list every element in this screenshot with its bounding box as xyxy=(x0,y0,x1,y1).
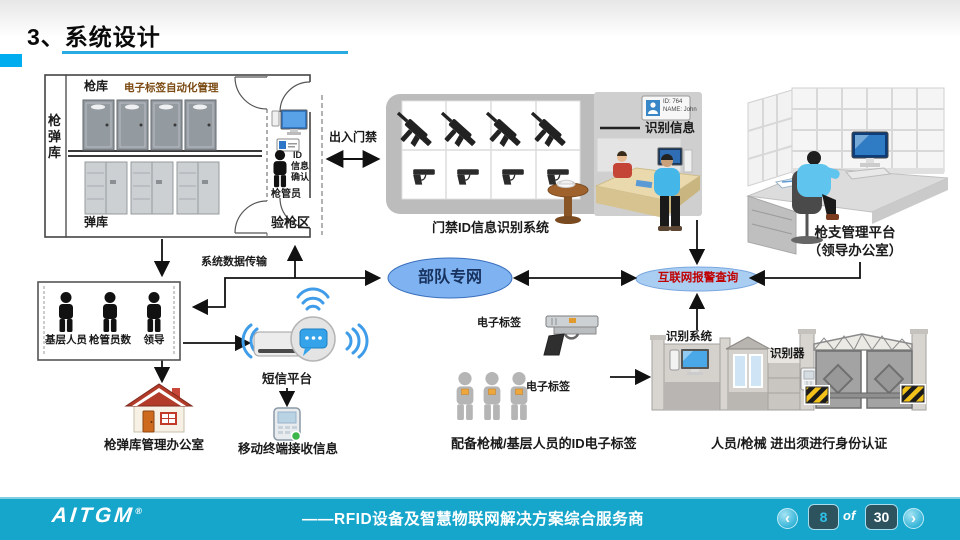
company-logo: AITGM® xyxy=(51,504,146,528)
office-label-line2: （领导办公室） xyxy=(807,243,903,258)
check-area-label: 验枪区 xyxy=(271,215,311,230)
gun-room-label: 枪库 xyxy=(84,79,109,93)
office-house-icon xyxy=(124,383,194,433)
total-pages-badge: 30 xyxy=(865,504,898,530)
personnel-label-2: 领导 xyxy=(143,334,165,346)
ammo-cabinets xyxy=(84,161,220,215)
office-person xyxy=(791,151,840,244)
reader-label: 识别器 xyxy=(770,348,805,360)
id-screen-card xyxy=(641,95,691,121)
personnel-box xyxy=(37,281,181,361)
connector-arrows xyxy=(153,220,861,408)
mobile-phone-icon xyxy=(273,407,302,442)
reader-device-icon xyxy=(800,367,818,391)
prev-page-button[interactable]: ‹ xyxy=(777,508,798,529)
army-network-label: 部队专网 xyxy=(417,269,482,286)
gun-cabinets xyxy=(82,99,217,151)
armory-floorplan xyxy=(44,74,314,238)
booth-computer xyxy=(669,349,709,375)
mgmt-office-label: 枪弹库管理办公室 xyxy=(104,438,205,452)
id-confirm-line1: ID xyxy=(293,150,302,160)
gun-tag-label: 电子标签 xyxy=(477,317,521,329)
id-confirm-line2: 信息 xyxy=(291,161,310,171)
personnel-label-0: 基层人员 xyxy=(45,334,87,346)
recognition-panel xyxy=(594,92,702,231)
visitor-figure xyxy=(654,154,682,231)
id-card-icon xyxy=(276,138,300,152)
entrance-label: 出入门禁 xyxy=(329,130,378,144)
person-tag-label: 电子标签 xyxy=(526,381,570,393)
armory-complex-label: 枪弹库 xyxy=(48,113,62,160)
ammo-room-label: 弹库 xyxy=(84,215,109,229)
current-page-badge: 8 xyxy=(808,504,839,530)
sms-platform-icon xyxy=(241,287,369,362)
tagged-people-icons xyxy=(456,372,528,420)
internet-query-label: 互联网报警查询 xyxy=(657,272,739,284)
card-name-text: NAME: John xyxy=(663,107,697,113)
sms-platform-label: 短信平台 xyxy=(262,372,313,386)
mobile-label: 移动终端接收信息 xyxy=(238,442,339,456)
monitor-icon xyxy=(271,109,308,135)
footer-tagline: ——RFID设备及智慧物联网解决方案综合服务商 xyxy=(302,511,645,528)
office-label-line1: 枪支管理平台 xyxy=(814,225,896,240)
auto-tag-label: 电子标签自动化管理 xyxy=(124,82,219,94)
army-network-ellipse xyxy=(387,257,513,299)
round-table xyxy=(547,179,589,224)
tagged-pistol-icon xyxy=(543,315,599,356)
page-title: 3、系统设计 xyxy=(27,24,161,50)
keeper-label: 枪管员 xyxy=(271,189,301,200)
title-underline xyxy=(62,51,348,54)
recog-info-label: 识别信息 xyxy=(645,121,696,135)
card-id-text: ID: 764 xyxy=(663,99,683,105)
gate-complex xyxy=(650,329,928,411)
hazard-stripe-blocks xyxy=(804,384,926,405)
id-confirm-line3: 确认 xyxy=(291,172,310,182)
personnel-label-1: 枪管员数 xyxy=(89,334,131,346)
recog-system-label: 识别系统 xyxy=(666,331,712,343)
receptionist-figure xyxy=(613,151,632,178)
rack-caption: 门禁ID信息识别系统 xyxy=(432,220,550,235)
office-computer xyxy=(845,131,892,180)
management-office xyxy=(746,87,949,255)
logo-text: AITGM xyxy=(50,504,136,527)
next-page-button[interactable]: › xyxy=(903,508,924,529)
footer-bar xyxy=(0,497,960,540)
logo-reg-mark: ® xyxy=(134,506,146,516)
page-of-label: of xyxy=(843,508,856,523)
gate-caption: 人员/枪械 进出须进行身份认证 xyxy=(711,436,888,451)
door-arcs xyxy=(234,76,314,234)
data-transfer-label: 系统数据传输 xyxy=(201,256,267,268)
title-accent-block xyxy=(0,54,22,67)
tags-caption: 配备枪械/基层人员的ID电子标签 xyxy=(451,436,637,451)
